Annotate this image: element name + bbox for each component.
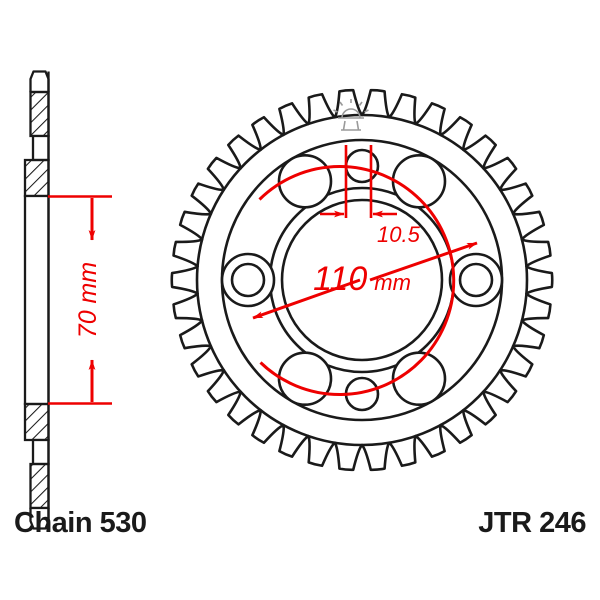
- root-circle: [195, 113, 529, 447]
- side-flange-bottom: [23, 402, 50, 442]
- sprocket-face-view: 110 mm 10.5: [170, 88, 554, 472]
- dim110-unit: mm: [374, 270, 411, 295]
- dim110-number: 110: [313, 260, 367, 298]
- dimension-10-5: 10.5: [320, 145, 421, 247]
- dim110-arrow-left: [252, 278, 361, 320]
- bolt-circle-arc: [258, 165, 456, 397]
- side-tooth-tip-top: [29, 70, 50, 94]
- side-center-plate: [23, 194, 50, 406]
- dim110-arrow-right: [369, 241, 478, 282]
- dimension-110mm: 110 mm: [252, 241, 478, 320]
- sunrise-icon: [333, 99, 369, 131]
- dim110-value: 110 mm: [313, 260, 411, 298]
- chain-size-label: Chain 530: [14, 507, 147, 539]
- bolt-hole-large: [277, 153, 333, 209]
- bolt-hole-large: [277, 351, 333, 407]
- side-rim-bottom: [29, 462, 50, 510]
- side-flange-top: [23, 158, 50, 198]
- bolt-hole-small: [230, 262, 266, 298]
- bolt-hole-large: [391, 351, 447, 407]
- bolt-hole-small: [458, 262, 494, 298]
- dim105-value: 10.5: [377, 222, 421, 247]
- side-relief-top: [31, 134, 50, 162]
- side-relief-bottom: [31, 438, 50, 466]
- part-number-label: JTR 246: [478, 507, 586, 539]
- center-bore-circle: [280, 198, 444, 362]
- dimension-70mm: 70 mm: [48, 195, 112, 405]
- side-rim-top: [29, 90, 50, 138]
- dim70-value: 70 mm: [74, 262, 102, 338]
- side-section-view: [23, 70, 50, 530]
